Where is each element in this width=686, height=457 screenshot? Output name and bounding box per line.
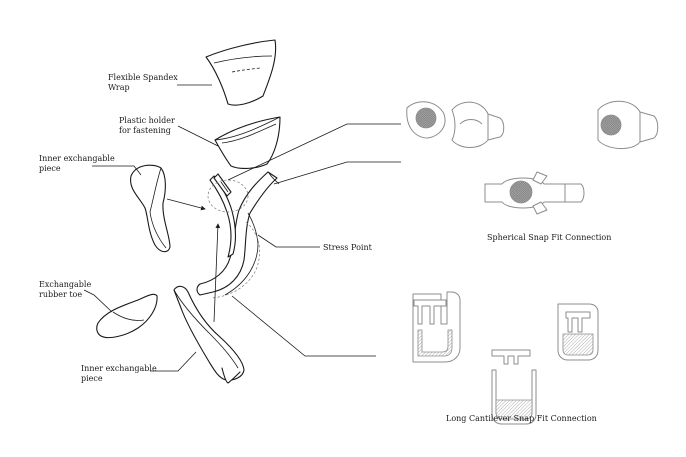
leader-holder <box>177 125 219 147</box>
spherical-joint-top-view <box>484 171 585 215</box>
arrow-inner-piece-top <box>166 198 206 211</box>
callout-spherical-top <box>227 123 401 181</box>
stress-zone-outline <box>207 179 249 213</box>
foot-body <box>196 171 280 296</box>
leader-toe <box>83 289 113 313</box>
arrow-inner-piece-bottom <box>213 223 221 323</box>
cantilever-exploded <box>412 291 461 363</box>
label-cantilever: Long Cantilever Snap Fit Connection <box>446 414 597 423</box>
label-stress: Stress Point <box>323 243 373 252</box>
callout-spherical-mid <box>273 161 401 185</box>
leader-inner-top <box>92 165 142 176</box>
callout-cantilever <box>231 295 376 357</box>
spandex-wrap <box>205 39 277 106</box>
cantilever-mid <box>491 349 537 425</box>
spherical-joint-assembled <box>597 100 659 149</box>
rubber-toe <box>96 293 158 339</box>
inner-piece-bottom <box>173 285 245 384</box>
inner-piece-top <box>129 164 171 253</box>
alignment-guide <box>211 221 260 299</box>
spherical-joint-exploded <box>406 101 505 148</box>
label-spherical: Spherical Snap Fit Connection <box>487 233 611 242</box>
leader-stress <box>257 234 320 248</box>
cantilever-assembled <box>557 303 599 361</box>
leader-inner-bottom <box>150 351 197 372</box>
plastic-holder <box>214 116 281 169</box>
